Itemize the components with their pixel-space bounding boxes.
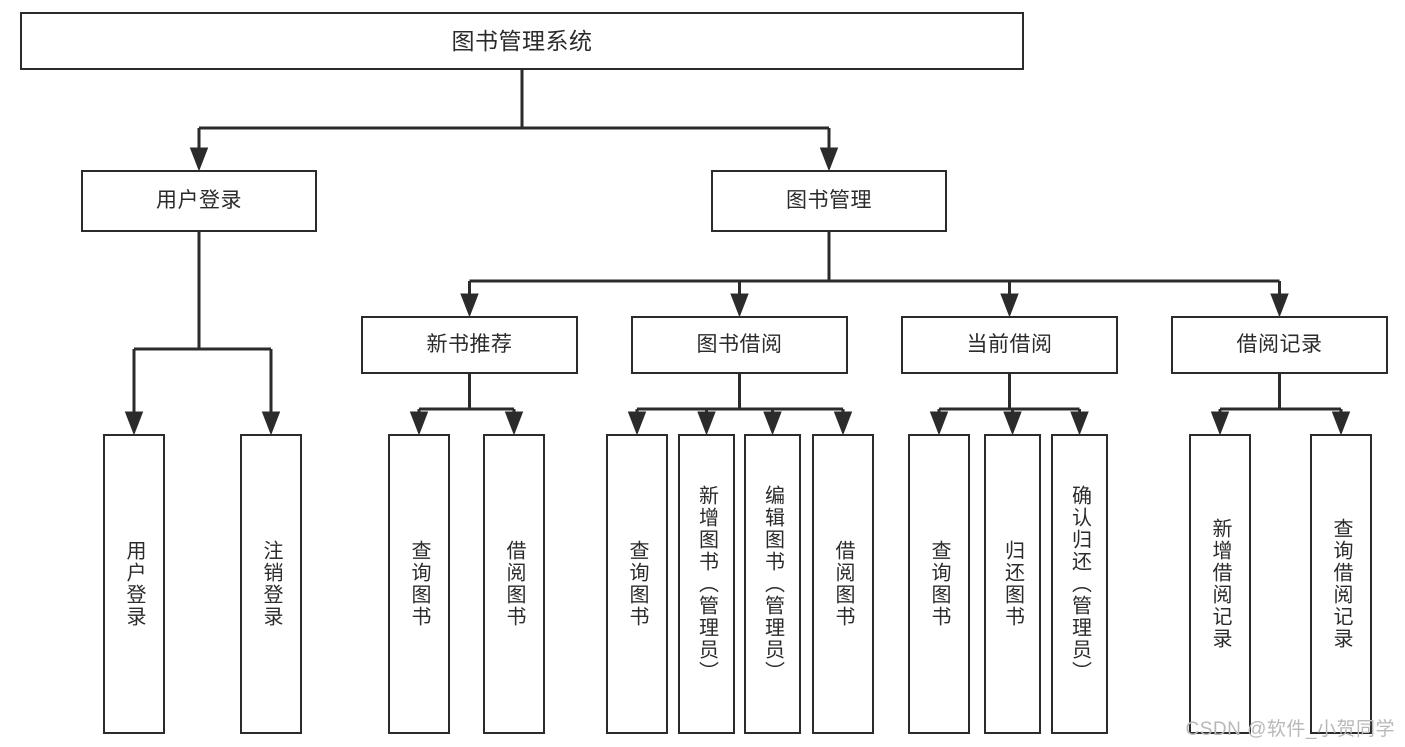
node-label: 归还图书 bbox=[1001, 540, 1024, 628]
node-leaf-bw-query[interactable]: 查询图书 bbox=[606, 434, 668, 734]
arrowhead-icon bbox=[1000, 293, 1019, 318]
node-label: 用户登录 bbox=[123, 540, 145, 628]
node-label: 确认归还（管理员） bbox=[1068, 485, 1091, 683]
node-leaf-logout[interactable]: 注销登录 bbox=[240, 434, 302, 734]
node-leaf-nb-query[interactable]: 查询图书 bbox=[388, 434, 450, 734]
arrowhead-icon bbox=[929, 411, 949, 436]
arrowhead-icon bbox=[1003, 411, 1022, 436]
node-label: 查询借阅记录 bbox=[1330, 518, 1352, 650]
arrowhead-icon bbox=[460, 293, 479, 318]
node-root[interactable]: 图书管理系统 bbox=[20, 12, 1024, 70]
arrowhead-icon bbox=[833, 411, 853, 436]
arrowhead-icon bbox=[763, 411, 782, 436]
node-leaf-cur-query[interactable]: 查询图书 bbox=[908, 434, 970, 734]
node-leaf-nb-borrow[interactable]: 借阅图书 bbox=[483, 434, 545, 734]
node-label: 注销登录 bbox=[260, 540, 282, 628]
arrowhead-icon bbox=[124, 411, 144, 436]
node-l1-user-login[interactable]: 用户登录 bbox=[81, 170, 317, 232]
arrowhead-icon bbox=[261, 411, 281, 436]
arrowhead-icon bbox=[1331, 411, 1351, 436]
arrowhead-icon bbox=[697, 411, 716, 436]
connector-group bbox=[124, 232, 281, 436]
connector-group bbox=[929, 374, 1089, 436]
node-leaf-bw-add[interactable]: 新增图书（管理员） bbox=[678, 434, 735, 734]
arrowhead-icon bbox=[189, 147, 209, 172]
node-label: 新增图书（管理员） bbox=[695, 485, 718, 683]
arrowhead-icon bbox=[1210, 411, 1230, 436]
node-leaf-bw-borrow[interactable]: 借阅图书 bbox=[812, 434, 874, 734]
node-leaf-rec-query[interactable]: 查询借阅记录 bbox=[1310, 434, 1372, 734]
node-label: 借阅记录 bbox=[1236, 333, 1323, 357]
node-label: 借阅图书 bbox=[503, 540, 525, 628]
node-l2-record[interactable]: 借阅记录 bbox=[1171, 316, 1388, 374]
node-label: 图书管理系统 bbox=[451, 27, 593, 54]
node-l2-new-book[interactable]: 新书推荐 bbox=[361, 316, 578, 374]
arrowhead-icon bbox=[730, 293, 749, 318]
node-label: 用户登录 bbox=[156, 189, 242, 213]
connector-group bbox=[627, 374, 853, 436]
arrowhead-icon bbox=[1270, 293, 1289, 318]
arrowhead-icon bbox=[409, 411, 429, 436]
connector-group bbox=[189, 70, 839, 172]
connector-group bbox=[1210, 374, 1351, 436]
node-leaf-cur-confirm[interactable]: 确认归还（管理员） bbox=[1051, 434, 1108, 734]
node-label: 当前借阅 bbox=[966, 333, 1053, 357]
node-l2-borrow[interactable]: 图书借阅 bbox=[631, 316, 848, 374]
node-l1-book-mgmt[interactable]: 图书管理 bbox=[711, 170, 947, 232]
arrowhead-icon bbox=[819, 147, 839, 172]
arrowhead-icon bbox=[504, 411, 524, 436]
node-leaf-user-login[interactable]: 用户登录 bbox=[103, 434, 165, 734]
node-label: 查询图书 bbox=[626, 540, 648, 628]
node-leaf-cur-return[interactable]: 归还图书 bbox=[984, 434, 1041, 734]
node-l2-current[interactable]: 当前借阅 bbox=[901, 316, 1118, 374]
node-label: 编辑图书（管理员） bbox=[761, 485, 784, 683]
connector-group bbox=[460, 232, 1289, 318]
node-label: 图书管理 bbox=[786, 189, 872, 213]
node-label: 图书借阅 bbox=[696, 333, 783, 357]
node-label: 查询图书 bbox=[408, 540, 430, 628]
arrowhead-icon bbox=[1070, 411, 1089, 436]
arrowhead-icon bbox=[627, 411, 647, 436]
node-label: 借阅图书 bbox=[832, 540, 854, 628]
connector-group bbox=[409, 374, 524, 436]
node-label: 查询图书 bbox=[928, 540, 950, 628]
node-leaf-rec-add[interactable]: 新增借阅记录 bbox=[1189, 434, 1251, 734]
node-leaf-bw-edit[interactable]: 编辑图书（管理员） bbox=[744, 434, 801, 734]
node-label: 新增借阅记录 bbox=[1209, 518, 1231, 650]
node-label: 新书推荐 bbox=[426, 333, 513, 357]
